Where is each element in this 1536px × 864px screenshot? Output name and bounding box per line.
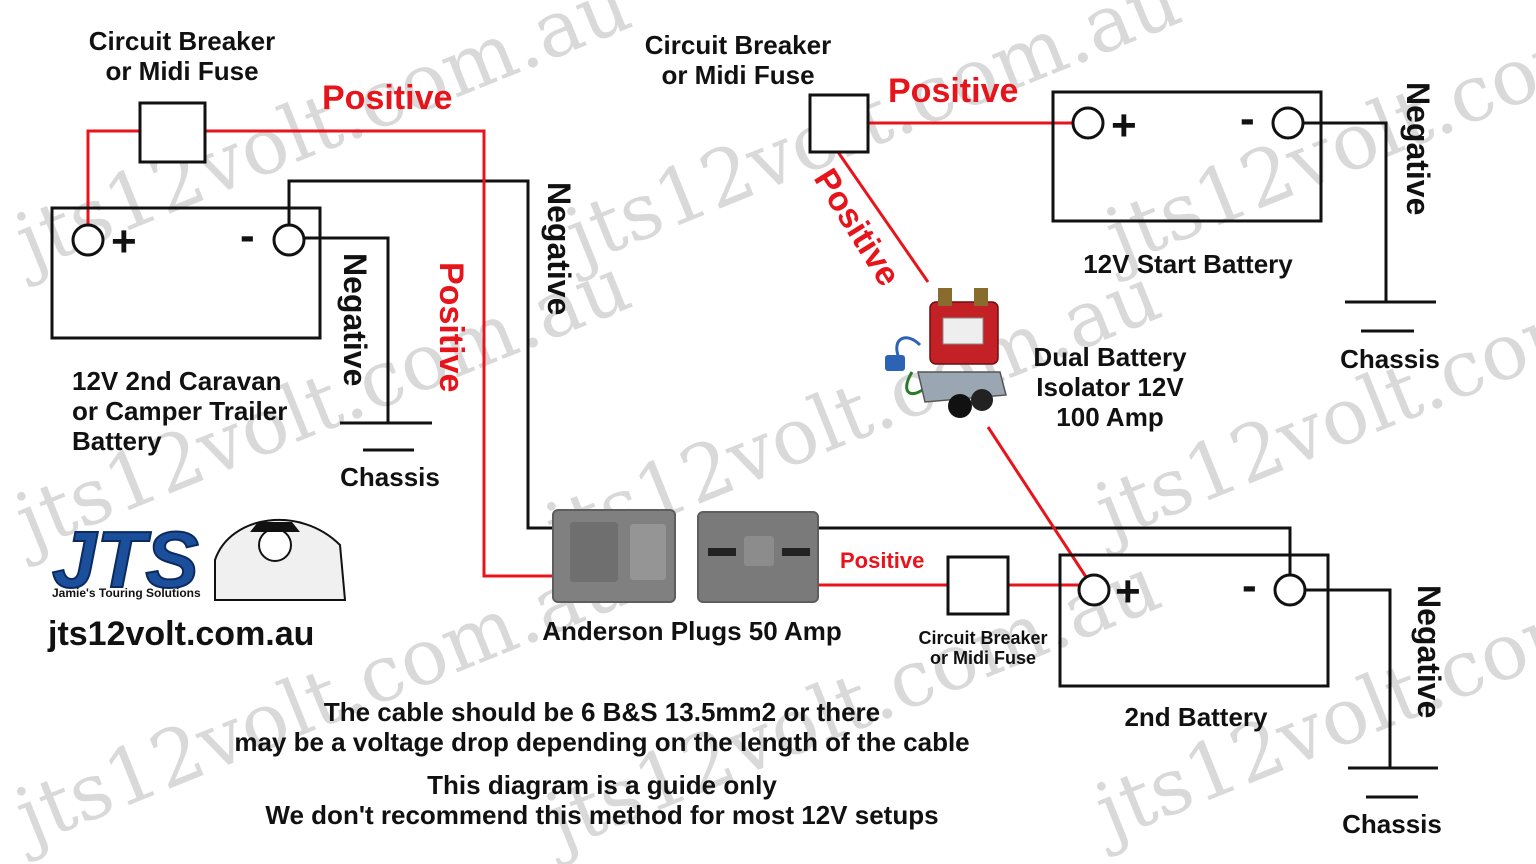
start-battery-plus-sign: + <box>1111 101 1137 150</box>
anderson-plug-right <box>697 511 819 603</box>
start-battery-body <box>1051 90 1323 223</box>
isolator-label-sticker <box>942 317 984 345</box>
note-line-2: may be a voltage drop depending on the l… <box>234 727 969 757</box>
positive-label-top-left: Positive <box>322 79 452 117</box>
isolator-wire-green <box>905 371 926 395</box>
logo-hat-icon <box>250 522 300 532</box>
isolator-connector <box>885 355 905 371</box>
caravan-battery-plus-sign: + <box>111 217 137 266</box>
anderson-label: Anderson Plugs 50 Amp <box>542 616 842 646</box>
positive-label-vertical: Positive <box>432 262 470 392</box>
start-battery: + - <box>1051 90 1323 223</box>
isolator-label-3: 100 Amp <box>1056 402 1163 432</box>
caravan-battery-minus-sign: - <box>240 211 255 260</box>
negative-wire-2nd-battery-to-chassis <box>1303 588 1392 768</box>
second-battery: + - <box>1058 553 1330 688</box>
note-line-1: The cable should be 6 B&S 13.5mm2 or the… <box>324 697 880 727</box>
positive-wire-caravan-to-cb <box>86 129 140 228</box>
negative-label-right-bottom: Negative <box>1411 585 1447 718</box>
anderson-plug-right-slot-1 <box>708 548 736 556</box>
second-battery-body <box>1058 553 1330 688</box>
labels: Circuit Breaker or Midi Fuse Circuit Bre… <box>47 26 1447 839</box>
start-battery-positive-terminal <box>1071 106 1105 140</box>
caravan-battery-negative-terminal <box>272 223 306 257</box>
isolator-nut-right <box>971 389 993 411</box>
isolator-stud-right <box>974 288 988 306</box>
isolator-illustration <box>885 288 1007 418</box>
cb-top-label-1: Circuit Breaker <box>645 30 831 60</box>
caravan-battery-label-1: 12V 2nd Caravan <box>72 366 282 396</box>
anderson-plug-right-center <box>744 536 774 566</box>
second-battery-negative-terminal <box>1273 573 1307 607</box>
circuit-breakers <box>138 93 1010 616</box>
cb-bottom-label-1: Circuit Breaker <box>918 628 1047 648</box>
isolator-label-1: Dual Battery <box>1033 342 1187 372</box>
negative-label-left: Negative <box>337 253 373 386</box>
cb-left-label-1: Circuit Breaker <box>89 26 275 56</box>
logo-jts-text: JTS <box>52 515 199 604</box>
logo-person-icon <box>258 528 292 562</box>
positive-label-top-right: Positive <box>888 72 1018 110</box>
anderson-plug-left-groove <box>570 522 618 582</box>
chassis-label-left: Chassis <box>340 462 440 492</box>
chassis-symbols <box>340 300 1438 799</box>
positive-label-small: Positive <box>840 548 924 573</box>
caravan-battery-positive-terminal <box>71 223 105 257</box>
second-battery-positive-terminal <box>1077 573 1111 607</box>
positive-wire-cb-to-isolator <box>836 151 930 283</box>
negative-wire-caravan-to-plug <box>287 179 553 530</box>
isolator-stud-left <box>938 288 952 306</box>
negative-wires <box>287 121 1392 768</box>
cb-left-label-2: or Midi Fuse <box>105 56 258 86</box>
anderson-plug-left-badge <box>630 524 666 580</box>
chassis-label-right-top: Chassis <box>1340 344 1440 374</box>
positive-wire-cb-to-plug <box>205 129 553 578</box>
circuit-breaker-bottom <box>946 555 1010 616</box>
second-battery-plus-sign: + <box>1115 567 1141 616</box>
caravan-battery-label-2: or Camper Trailer <box>72 396 287 426</box>
logo-tagline: Jamie's Touring Solutions <box>52 586 201 600</box>
negative-label-right-top: Negative <box>1400 82 1436 215</box>
caravan-battery-body <box>50 206 322 340</box>
anderson-plug-left <box>552 509 676 603</box>
chassis-label-right-bottom: Chassis <box>1342 809 1442 839</box>
isolator-nut-left <box>948 394 972 418</box>
jts-logo: JTS Jamie's Touring Solutions <box>51 514 347 605</box>
circuit-breaker-top <box>808 93 870 154</box>
second-battery-minus-sign: - <box>1242 561 1257 610</box>
isolator-label-2: Isolator 12V <box>1036 372 1184 402</box>
website-label: jts12volt.com.au <box>47 615 314 653</box>
note-line-4: We don't recommend this method for most … <box>265 800 938 830</box>
negative-label-middle: Negative <box>541 182 577 315</box>
start-battery-label: 12V Start Battery <box>1083 249 1293 279</box>
anderson-plug-right-slot-2 <box>782 548 810 556</box>
cb-top-label-2: or Midi Fuse <box>661 60 814 90</box>
negative-wire-plug-to-2nd-battery <box>818 526 1292 590</box>
second-battery-label: 2nd Battery <box>1124 702 1268 732</box>
circuit-breaker-left <box>138 101 207 164</box>
anderson-plugs <box>552 509 819 603</box>
negative-wire-start-battery-to-chassis <box>1303 121 1388 302</box>
start-battery-minus-sign: - <box>1240 94 1255 143</box>
caravan-battery: + - <box>50 206 322 340</box>
note-line-3: This diagram is a guide only <box>427 770 777 800</box>
cb-bottom-label-2: or Midi Fuse <box>930 648 1036 668</box>
caravan-battery-label-3: Battery <box>72 426 162 456</box>
negative-wire-caravan-to-chassis <box>304 236 390 423</box>
start-battery-negative-terminal <box>1271 106 1305 140</box>
